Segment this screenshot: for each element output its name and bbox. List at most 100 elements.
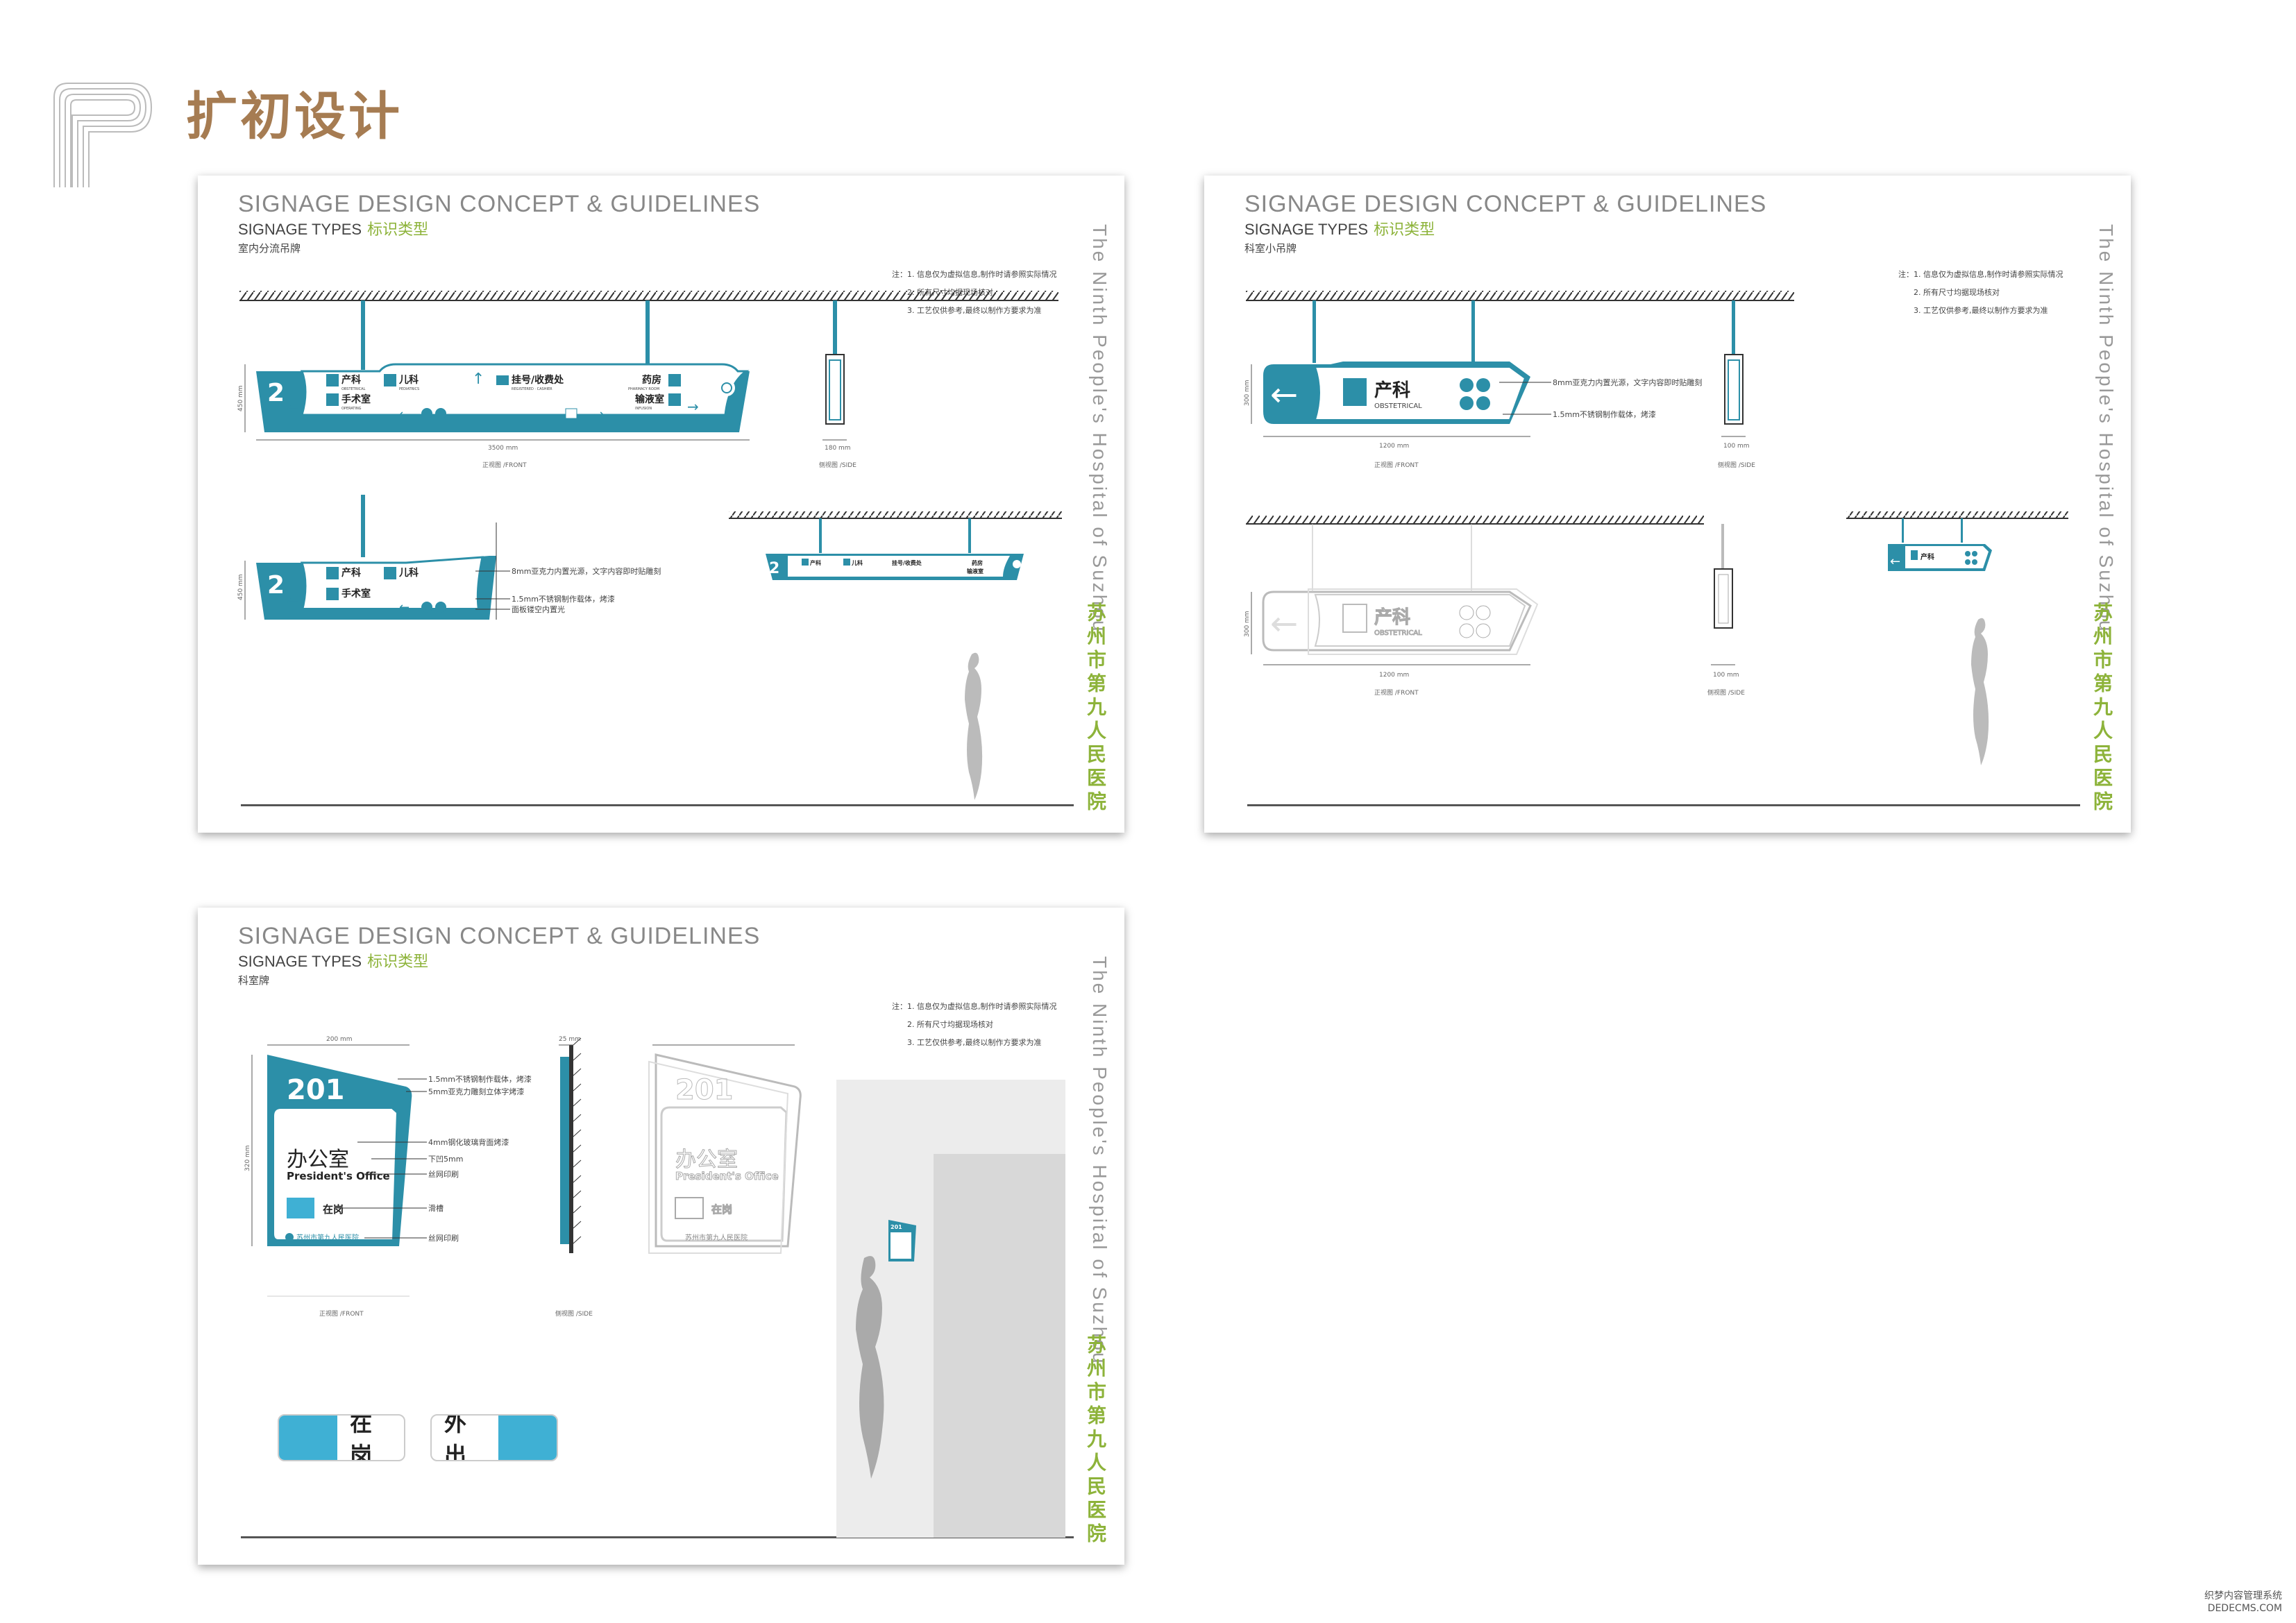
- svg-text:正视图 /FRONT: 正视图 /FRONT: [1374, 461, 1419, 469]
- svg-text:苏州市第九人民医院: 苏州市第九人民医院: [296, 1233, 359, 1242]
- svg-text:下凹5mm: 下凹5mm: [428, 1155, 463, 1164]
- notes: 注：1. 信息仅为虚拟信息,制作时请参照实际情况 2. 所有尺寸均据现场核对 3…: [892, 1002, 1057, 1047]
- svg-text:300 mm: 300 mm: [1244, 380, 1251, 406]
- sheet-title: SIGNAGE DESIGN CONCEPT & GUIDELINES: [1244, 191, 1767, 217]
- svg-text:2: 2: [267, 571, 285, 600]
- elevator-icon: [1476, 396, 1490, 410]
- floor-number: 2: [267, 379, 285, 407]
- stairs-icon: [1476, 378, 1490, 392]
- svg-text:300 mm: 300 mm: [1244, 611, 1251, 637]
- hospital-emblem-icon: [718, 380, 735, 396]
- room-name-en: President's Office: [287, 1170, 390, 1182]
- svg-text:←: ←: [1270, 375, 1298, 414]
- panel-department-hanging-sign: SIGNAGE DESIGN CONCEPT & GUIDELINES SIGN…: [1204, 176, 2131, 833]
- status-indicator: [287, 1198, 314, 1218]
- hospital-name-cn: 苏州市第九人民医院: [2091, 602, 2113, 815]
- svg-text:输液室: 输液室: [635, 393, 664, 405]
- svg-text:←: ←: [399, 600, 410, 615]
- obstetrics-icon: [1343, 378, 1367, 406]
- svg-text:药房: 药房: [642, 374, 661, 386]
- registration-icon: [496, 375, 509, 385]
- notes: 注：1. 信息仅为虚拟信息,制作时请参照实际情况 2. 所有尺寸均据现场核对 3…: [1898, 270, 2063, 315]
- svg-text:在岗: 在岗: [323, 1203, 344, 1216]
- sheet-title: SIGNAGE DESIGN CONCEPT & GUIDELINES: [238, 923, 761, 949]
- human-scale-figure: [1971, 618, 1989, 765]
- svg-text:产科: 产科: [1374, 607, 1410, 628]
- svg-text:儿科: 儿科: [851, 559, 863, 566]
- panel-indoor-hanging-sign: SIGNAGE DESIGN CONCEPT & GUIDELINES SIGN…: [198, 176, 1124, 833]
- restroom-icon: [1460, 378, 1474, 392]
- svg-text:手术室: 手术室: [341, 588, 371, 600]
- room-name: 办公室: [287, 1148, 349, 1172]
- svg-text:4mm钢化玻璃背面烤漆: 4mm钢化玻璃背面烤漆: [428, 1137, 509, 1147]
- pediatrics-icon: [384, 374, 396, 386]
- hospital-name-en: The Ninth People's Hospital of Suzhou: [2095, 224, 2117, 634]
- svg-text:丝网印刷: 丝网印刷: [428, 1234, 459, 1243]
- page-title: 扩初设计: [186, 87, 403, 146]
- svg-text:产科: 产科: [1374, 380, 1410, 401]
- svg-text:药房: 药房: [972, 559, 983, 566]
- svg-text:5mm亚克力雕刻立体字烤漆: 5mm亚克力雕刻立体字烤漆: [428, 1087, 524, 1096]
- svg-text:PEDIATRICS: PEDIATRICS: [399, 387, 419, 391]
- svg-text:丝网印刷: 丝网印刷: [428, 1170, 459, 1179]
- sign-type-label: 科室小吊牌: [1244, 242, 1297, 255]
- svg-text:INFUSION: INFUSION: [635, 407, 652, 411]
- human-scale-figure: [856, 1256, 884, 1479]
- sheet-title: SIGNAGE DESIGN CONCEPT & GUIDELINES: [238, 191, 761, 217]
- svg-text:在岗: 在岗: [711, 1203, 732, 1216]
- svg-text:OBSTETRICAL: OBSTETRICAL: [341, 387, 366, 391]
- svg-text:产科: 产科: [341, 374, 361, 386]
- svg-text:REGISTERED · CASHIER: REGISTERED · CASHIER: [512, 387, 552, 391]
- svg-text:产科: 产科: [341, 567, 361, 579]
- svg-text:侧视图 /SIDE: 侧视图 /SIDE: [1707, 688, 1745, 697]
- svg-text:侧视图 /SIDE: 侧视图 /SIDE: [819, 461, 856, 469]
- svg-text:→: →: [687, 398, 699, 415]
- svg-text:挂号/收费处: 挂号/收费处: [892, 559, 922, 566]
- floor-line: [241, 1536, 1074, 1538]
- svg-text:OBSTETRICAL: OBSTETRICAL: [1374, 402, 1422, 410]
- svg-text:←: ←: [1270, 604, 1298, 643]
- floor-line: [241, 804, 1074, 806]
- svg-text:OPERATING: OPERATING: [341, 407, 362, 411]
- svg-text:100 mm: 100 mm: [1723, 443, 1750, 450]
- floor-line: [1247, 804, 2080, 806]
- hospital-name-en: The Ninth People's Hospital of Suzhou: [1089, 224, 1111, 634]
- svg-text:输液室: 输液室: [967, 568, 984, 575]
- svg-text:450 mm: 450 mm: [237, 385, 244, 411]
- operating-icon: [326, 393, 339, 406]
- svg-text:1.5mm不锈钢制作载体，烤漆: 1.5mm不锈钢制作载体，烤漆: [428, 1074, 532, 1084]
- svg-text:100 mm: 100 mm: [1713, 672, 1739, 679]
- svg-text:→: →: [593, 407, 604, 422]
- svg-text:180 mm: 180 mm: [825, 445, 851, 452]
- elevator-icon: [565, 408, 577, 419]
- obstetrics-icon: [326, 374, 339, 386]
- watermark: 织梦内容管理系统 DEDECMS.COM: [2204, 1590, 2282, 1614]
- human-scale-figure: [965, 652, 983, 800]
- status-out-button[interactable]: 外出: [430, 1414, 558, 1461]
- department-sign-drawing: ← 产科 OBSTETRICAL 8mm亚克力内置光源，文字内容即时贴雕刻 1.…: [1244, 291, 2068, 765]
- svg-text:侧视图 /SIDE: 侧视图 /SIDE: [1718, 461, 1755, 469]
- svg-text:办公室: 办公室: [675, 1148, 738, 1172]
- hospital-name-cn: 苏州市第九人民医院: [1084, 602, 1107, 815]
- svg-text:3500 mm: 3500 mm: [488, 445, 518, 452]
- status-on-duty-button[interactable]: 在岗: [278, 1414, 405, 1461]
- pharmacy-icon: [668, 374, 681, 386]
- svg-text:OBSTETRICAL: OBSTETRICAL: [1374, 629, 1422, 637]
- svg-text:2: 2: [769, 560, 779, 577]
- svg-text:←: ←: [287, 400, 299, 418]
- accessible-icon: [1460, 396, 1474, 410]
- svg-text:President's Office: President's Office: [675, 1170, 779, 1182]
- svg-text:1200 mm: 1200 mm: [1379, 672, 1409, 679]
- hanging-sign-drawing: 2 ← 产科 OBSTETRICAL 儿科 PEDIATRICS 手术室 OPE…: [237, 291, 1062, 800]
- restroom-icon: [421, 408, 432, 419]
- sign-type-label: 科室牌: [238, 974, 270, 987]
- hospital-emblem-icon: [285, 1233, 294, 1241]
- svg-text:滑槽: 滑槽: [428, 1204, 444, 1213]
- svg-text:1.5mm不锈钢制作载体，烤漆: 1.5mm不锈钢制作载体，烤漆: [1553, 409, 1656, 419]
- svg-text:←: ←: [1890, 554, 1900, 569]
- svg-text:8mm亚克力内置光源，文字内容即时贴雕刻: 8mm亚克力内置光源，文字内容即时贴雕刻: [1553, 377, 1702, 387]
- svg-text:手术室: 手术室: [341, 393, 371, 405]
- svg-text:侧视图 /SIDE: 侧视图 /SIDE: [555, 1309, 593, 1318]
